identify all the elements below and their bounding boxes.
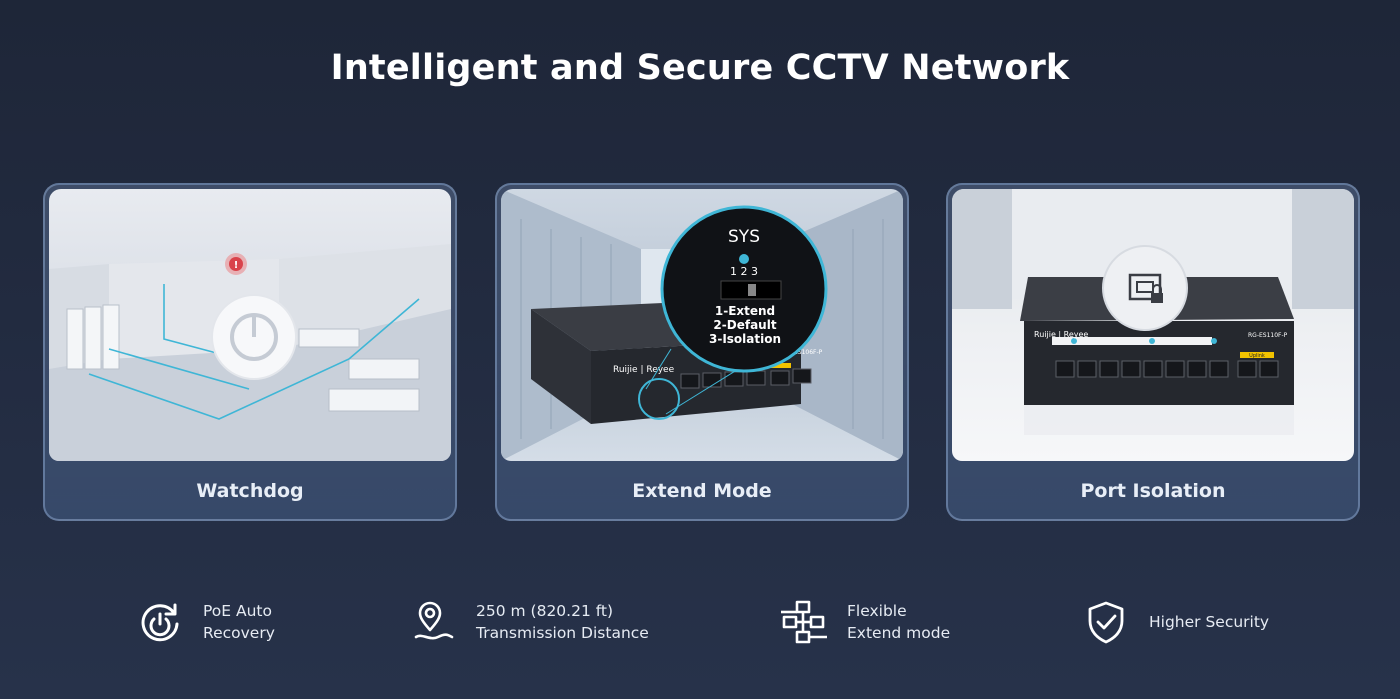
- card-label: Port Isolation: [1080, 480, 1226, 502]
- location-pin-icon: [414, 601, 454, 640]
- card-label: Watchdog: [196, 480, 304, 502]
- switch-brand: Ruijie | Reyee: [613, 365, 675, 375]
- card-watchdog[interactable]: ! Watchdog: [43, 183, 457, 521]
- callout-line-extend: 1-Extend: [715, 304, 775, 318]
- card-port-isolation[interactable]: Uplink Ruijie | Reyee RG-ES110F-P Port I…: [946, 183, 1360, 521]
- watchdog-illustration: !: [49, 189, 451, 461]
- uplink-label: Uplink: [1249, 353, 1265, 359]
- network-extend-icon: [781, 600, 827, 644]
- switch-model: RG-ES110F-P: [1248, 332, 1288, 339]
- feature-line2: Recovery: [203, 624, 275, 642]
- callout-sys: SYS: [728, 227, 760, 247]
- feature-line1: PoE Auto: [203, 602, 272, 620]
- feature-line1: 250 m (820.21 ft): [476, 602, 614, 620]
- feature-poe-auto-recovery: PoE Auto Recovery: [137, 598, 275, 646]
- feature-line2: Transmission Distance: [476, 624, 649, 642]
- feature-flexible-extend-mode: Flexible Extend mode: [781, 598, 950, 646]
- page-title: Intelligent and Secure CCTV Network: [330, 48, 1070, 88]
- callout-line-default: 2-Default: [713, 318, 776, 332]
- card-label: Extend Mode: [632, 480, 772, 502]
- extend-mode-illustration: Ruijie | Reyee RG-ES106F-P SYS 1 2 3 1-E…: [501, 189, 903, 461]
- callout-line-isolation: 3-Isolation: [709, 332, 781, 346]
- port-isolation-illustration: Uplink Ruijie | Reyee RG-ES110F-P: [952, 189, 1354, 461]
- power-cycle-icon: [141, 603, 179, 642]
- svg-text:!: !: [234, 260, 239, 271]
- callout-port-numbers: 1 2 3: [730, 265, 758, 278]
- feature-higher-security: Higher Security: [1083, 598, 1269, 646]
- card-extend-mode[interactable]: Ruijie | Reyee RG-ES106F-P SYS 1 2 3 1-E…: [495, 183, 909, 521]
- feature-line1: Flexible: [847, 602, 907, 620]
- switch-brand: Ruijie | Reyee: [1034, 330, 1088, 339]
- switch-model: RG-ES106F-P: [783, 349, 823, 356]
- feature-line2: Extend mode: [847, 624, 951, 642]
- shield-check-icon: [1088, 601, 1124, 644]
- feature-transmission-distance: 250 m (820.21 ft) Transmission Distance: [410, 598, 649, 646]
- feature-line1: Higher Security: [1149, 613, 1270, 631]
